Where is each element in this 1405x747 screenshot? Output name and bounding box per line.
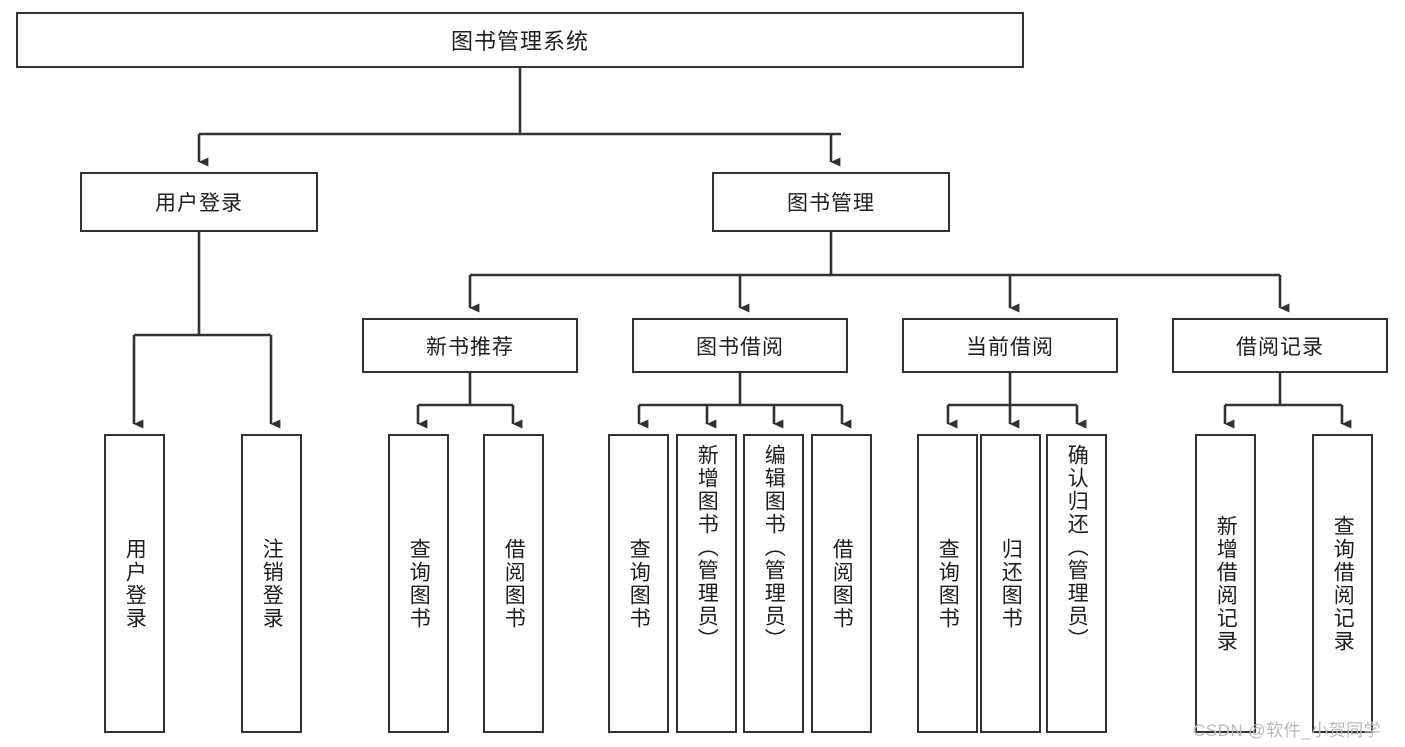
- leaf-return-book-label: 归还图书: [999, 537, 1023, 630]
- leaf-return-book[interactable]: 归还图书: [980, 434, 1041, 733]
- leaf-query-book-2[interactable]: 查询图书: [608, 434, 669, 733]
- leaf-logout-login[interactable]: 注销登录: [241, 434, 302, 733]
- leaf-borrow-book-1-label: 借阅图书: [502, 537, 526, 630]
- node-current-borrow[interactable]: 当前借阅: [902, 318, 1118, 373]
- node-current-borrow-label: 当前借阅: [966, 335, 1054, 359]
- leaf-confirm-return[interactable]: 确认归还（管理员）: [1046, 434, 1107, 733]
- leaf-user-login-label: 用户登录: [123, 537, 147, 630]
- node-borrow-record[interactable]: 借阅记录: [1172, 318, 1388, 373]
- leaf-edit-book[interactable]: 编辑图书（管理员）: [743, 434, 804, 733]
- leaf-borrow-book-1[interactable]: 借阅图书: [483, 434, 544, 733]
- node-borrow-record-label: 借阅记录: [1236, 335, 1324, 359]
- csdn-watermark: CSDN @软件_小贺同学: [1193, 721, 1382, 740]
- leaf-edit-book-label: 编辑图书（管理员）: [762, 444, 786, 651]
- node-user-login[interactable]: 用户登录: [80, 172, 318, 232]
- node-book-management-label: 图书管理: [787, 192, 875, 215]
- leaf-logout-login-label: 注销登录: [260, 537, 284, 630]
- leaf-query-record[interactable]: 查询借阅记录: [1312, 434, 1373, 733]
- leaf-add-book-label: 新增图书（管理员）: [695, 444, 719, 651]
- leaf-query-book-3-label: 查询图书: [936, 537, 960, 630]
- leaf-add-record-label: 新增借阅记录: [1214, 514, 1238, 653]
- leaf-user-login[interactable]: 用户登录: [104, 434, 165, 733]
- leaf-query-book-3[interactable]: 查询图书: [917, 434, 978, 733]
- leaf-confirm-return-label: 确认归还（管理员）: [1065, 444, 1089, 651]
- node-root-label: 图书管理系统: [450, 29, 589, 54]
- node-user-login-label: 用户登录: [155, 192, 243, 215]
- leaf-borrow-book-2[interactable]: 借阅图书: [811, 434, 872, 733]
- node-new-book-recommend[interactable]: 新书推荐: [362, 318, 578, 373]
- leaf-query-book-1[interactable]: 查询图书: [388, 434, 449, 733]
- node-book-borrow-label: 图书借阅: [696, 335, 784, 359]
- node-root-system[interactable]: 图书管理系统: [16, 12, 1024, 68]
- node-book-borrow[interactable]: 图书借阅: [632, 318, 848, 373]
- leaf-add-record[interactable]: 新增借阅记录: [1195, 434, 1256, 733]
- leaf-query-book-2-label: 查询图书: [627, 537, 651, 630]
- leaf-add-book[interactable]: 新增图书（管理员）: [676, 434, 737, 733]
- node-book-management[interactable]: 图书管理: [712, 172, 950, 232]
- node-new-book-recommend-label: 新书推荐: [426, 335, 514, 359]
- leaf-borrow-book-2-label: 借阅图书: [830, 537, 854, 630]
- leaf-query-record-label: 查询借阅记录: [1331, 514, 1355, 653]
- leaf-query-book-1-label: 查询图书: [407, 537, 431, 630]
